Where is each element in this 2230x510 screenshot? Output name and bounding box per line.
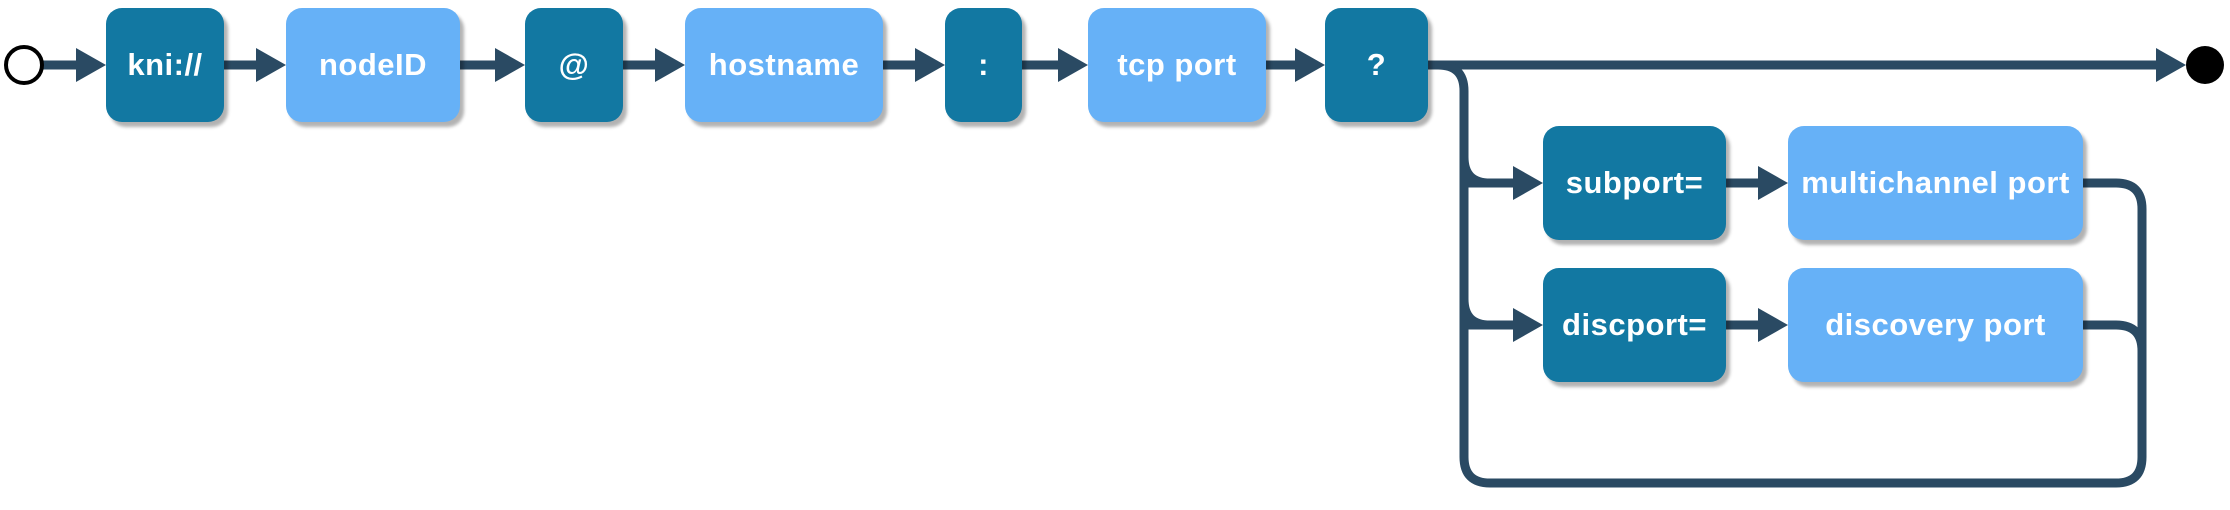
arrowhead-icon — [76, 48, 106, 82]
node-label: kni:// — [127, 47, 203, 82]
loop-line — [1437, 60, 2147, 488]
node-discport-key: discport= — [1543, 268, 1726, 382]
node-label: : — [978, 47, 989, 82]
node-question-mark: ? — [1325, 8, 1428, 122]
arrowhead-icon — [1758, 166, 1788, 200]
node-hostname: hostname — [685, 8, 883, 122]
node-label: subport= — [1565, 165, 1704, 200]
node-discovery-port: discovery port — [1788, 268, 2083, 382]
node-colon: : — [945, 8, 1022, 122]
option-exit-line — [2083, 178, 2147, 210]
end-node-icon — [2186, 46, 2224, 84]
node-label: multichannel port — [1801, 165, 2070, 200]
arrowhead-icon — [1513, 166, 1543, 200]
node-label: hostname — [708, 47, 860, 82]
arrowhead-icon — [2156, 48, 2186, 82]
node-label: @ — [558, 47, 590, 82]
arrowhead-icon — [1758, 308, 1788, 342]
node-kni-scheme: kni:// — [106, 8, 224, 122]
node-label: discport= — [1562, 307, 1707, 342]
arrowhead-icon — [1058, 48, 1088, 82]
node-subport-key: subport= — [1543, 126, 1726, 240]
arrowhead-icon — [495, 48, 525, 82]
node-node-id: nodeID — [286, 8, 460, 122]
node-label: tcp port — [1117, 47, 1237, 82]
node-tcp-port: tcp port — [1088, 8, 1266, 122]
arrowhead-icon — [256, 48, 286, 82]
arrowhead-icon — [655, 48, 685, 82]
option-exit-line — [2083, 320, 2147, 352]
node-label: discovery port — [1825, 307, 2046, 342]
node-multichannel-port: multichannel port — [1788, 126, 2083, 240]
node-at-sign: @ — [525, 8, 623, 122]
node-label: nodeID — [318, 47, 428, 82]
arrowhead-icon — [1513, 308, 1543, 342]
arrowhead-icon — [1295, 48, 1325, 82]
start-node-icon — [4, 45, 44, 85]
node-label: ? — [1366, 47, 1387, 82]
arrowhead-icon — [915, 48, 945, 82]
